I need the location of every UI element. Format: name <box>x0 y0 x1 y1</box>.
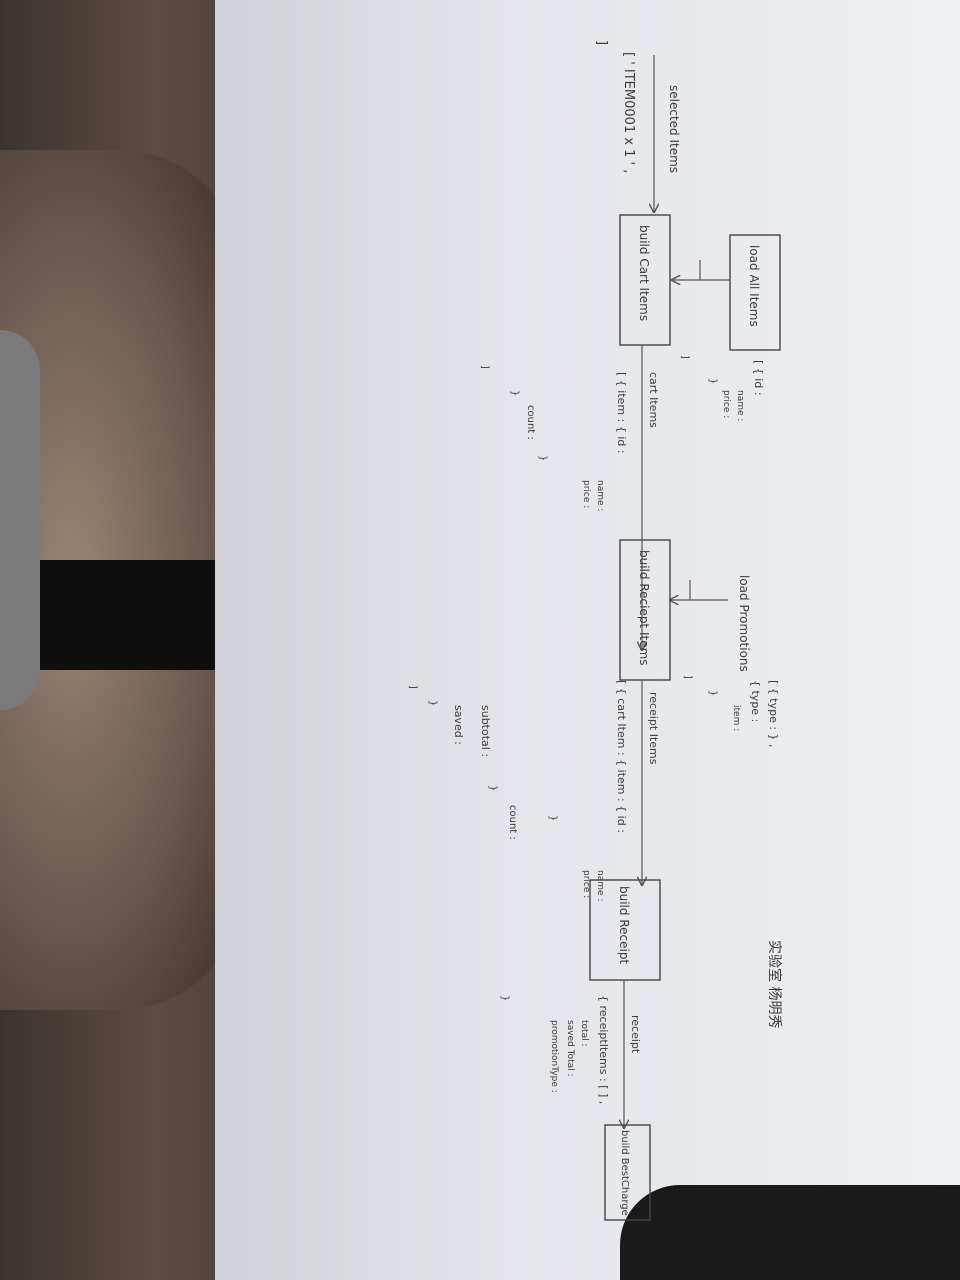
promotions-brace: } <box>707 690 718 696</box>
all-items-name: name : <box>735 390 745 421</box>
background-object-bottom <box>620 1185 960 1280</box>
edge-label-receipt-items: receipt Items <box>647 692 660 765</box>
cart-items-brace: } <box>509 390 520 396</box>
background-object <box>0 330 40 710</box>
receipt-brace: } <box>499 995 510 1001</box>
box-build-best-charge <box>604 1124 651 1221</box>
receipt-items-inner-brace: } <box>547 815 558 821</box>
promotions-item: item : <box>731 705 741 731</box>
cart-items-item: [ { item : { id : <box>615 372 628 454</box>
node-build-cart-items: build Cart Items <box>637 225 651 321</box>
receipt-items-price: price : <box>581 870 591 898</box>
receipt-total: total : <box>579 1020 589 1046</box>
receipt-promotion-type: promotionType : <box>549 1020 559 1093</box>
input-array-open: [ ' ITEM0001 x 1 ' , <box>621 52 636 173</box>
receipt-items-brace: } <box>487 785 498 791</box>
node-load-promotions: load Promotions <box>737 575 751 672</box>
receipt-items-count: count : <box>507 805 518 840</box>
node-build-best-charge: build BestCharge <box>619 1130 630 1216</box>
receipt-saved-total: saved Total : <box>565 1020 575 1077</box>
edge-label-selected-items: selected Items <box>667 85 681 173</box>
cart-items-bracket: ] <box>479 365 490 369</box>
promotions-type-1: [ { type : } , <box>767 680 780 748</box>
edge-label-receipt: receipt <box>629 1015 642 1054</box>
receipt-items-cart-item: [ { cart Item : { item : { id : <box>615 680 628 833</box>
receipt-items-saved: saved : <box>452 705 465 745</box>
cart-items-inner-brace: } <box>537 455 548 461</box>
edge-label-cart-items: cart Items <box>647 372 660 428</box>
background-shadow <box>0 560 250 670</box>
box-build-cart-items <box>619 214 671 346</box>
box-load-all-items <box>729 234 781 351</box>
author-note: 实验室 杨明秀 <box>766 940 783 1028</box>
receipt-items-subtotal: subtotal : <box>479 705 492 757</box>
all-items-bracket: ] <box>679 355 690 359</box>
all-items-price: price : <box>721 390 731 418</box>
box-build-receipt-items <box>619 539 671 681</box>
node-load-all-items: load All Items <box>747 245 761 327</box>
promotions-type-2: { type : <box>749 680 762 722</box>
all-items-id: [ { id : <box>752 360 765 396</box>
receipt-items-bracket: ] <box>407 685 418 689</box>
cart-items-price: price : <box>581 480 591 508</box>
all-items-brace: } <box>707 378 718 384</box>
input-array-close: ] <box>594 40 609 45</box>
box-build-receipt <box>589 879 661 981</box>
receipt-items-field: { receiptItems : [ ] , <box>597 995 610 1104</box>
receipt-items-name: name : <box>595 870 605 901</box>
paper-sheet <box>215 0 960 1280</box>
cart-items-name: name : <box>595 480 605 511</box>
promotions-bracket: ] <box>682 675 693 679</box>
node-build-receipt: build Receipt <box>617 886 631 964</box>
node-build-receipt-items: build Reciept Items <box>637 550 651 666</box>
receipt-items-outer-brace: } <box>427 700 438 706</box>
cart-items-count: count : <box>525 405 536 440</box>
